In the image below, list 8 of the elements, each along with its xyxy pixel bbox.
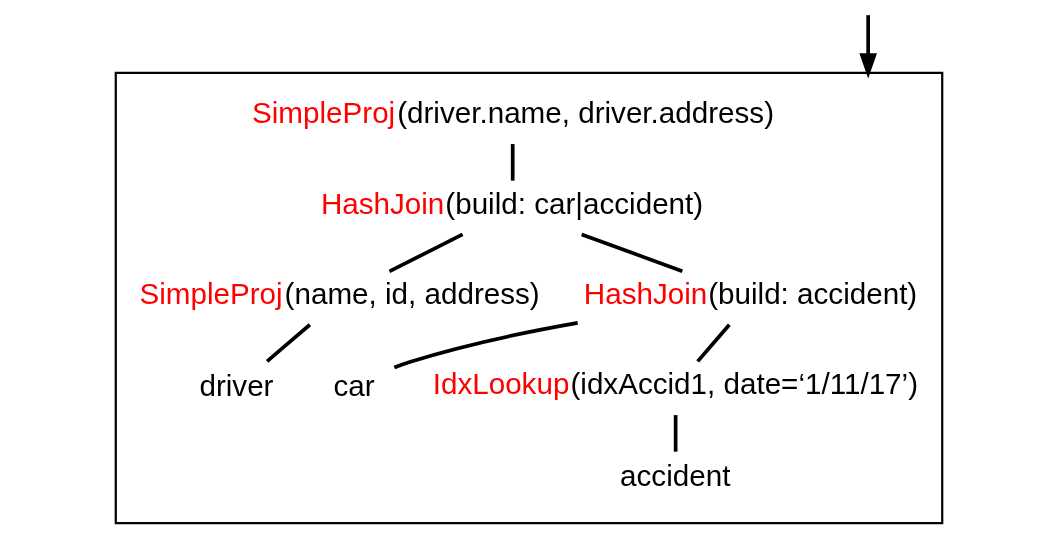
node-text: car <box>332 368 375 402</box>
node-text: accident <box>619 459 730 493</box>
node-text: IdxLookup(idxAccid1, date=‘1/11/17’) <box>432 367 918 401</box>
node-text: driver <box>198 368 273 402</box>
node-text: SimpleProj(driver.name, driver.address) <box>251 96 774 130</box>
node-text: SimpleProj(name, id, address) <box>138 276 540 310</box>
node-text: HashJoin(build: car|accident) <box>320 186 703 220</box>
node-text: HashJoin(build: accident) <box>583 276 917 310</box>
